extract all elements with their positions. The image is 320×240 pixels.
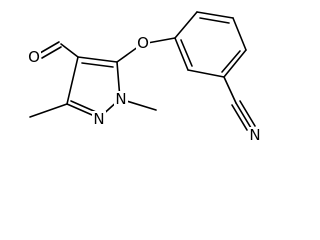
nitrile-bond-left bbox=[231, 104, 248, 131]
ring-nitrogen-n2-label: N bbox=[93, 110, 104, 128]
ring-c3-c4-bond bbox=[66, 56, 79, 105]
benzene-bond-6-inner bbox=[180, 39, 193, 67]
ring-c4-c5-inner-bond bbox=[81, 62, 114, 68]
benzene-bond-4 bbox=[223, 49, 247, 78]
ring-nitrogen-n1-label: N bbox=[115, 90, 126, 108]
nitrile-bond-right bbox=[239, 100, 256, 127]
ring-c4-c5-bond bbox=[77, 56, 118, 63]
benzene-bond-2 bbox=[196, 11, 234, 19]
ring-nitrogen-n2-atom: N bbox=[92, 110, 106, 128]
benzene-bond-4-inner bbox=[221, 50, 241, 73]
nitrile-bond-center bbox=[235, 102, 252, 129]
c3-methyl-bond bbox=[29, 103, 68, 118]
ring-nitrogen-n1-atom: N bbox=[114, 90, 128, 108]
nitrile-nitrogen-label: N bbox=[249, 126, 260, 144]
nitrile-nitrogen-atom: N bbox=[248, 126, 262, 144]
benzene-bond-6 bbox=[174, 37, 189, 71]
aldehyde-co-bond-2 bbox=[41, 46, 62, 59]
molecule-structure: O O N N N bbox=[27, 11, 262, 144]
ring-n2-c3-inner-bond bbox=[70, 100, 97, 113]
carbonyl-oxygen-atom: O bbox=[27, 48, 41, 66]
benzene-bond-1 bbox=[174, 11, 198, 39]
ether-oxygen-label: O bbox=[137, 34, 149, 52]
benzene-bond-3 bbox=[232, 17, 247, 51]
aldehyde-co-bond-1 bbox=[39, 41, 60, 54]
carbonyl-oxygen-label: O bbox=[28, 48, 40, 66]
benzene-bond-2-inner bbox=[199, 17, 230, 24]
ether-oxygen-atom: O bbox=[136, 34, 150, 52]
aldehyde-cc-bond bbox=[60, 43, 79, 58]
nitrile-ring-bond bbox=[223, 76, 237, 104]
benzene-bond-5 bbox=[187, 69, 225, 78]
structure-canvas: O O N N N bbox=[27, 11, 262, 144]
